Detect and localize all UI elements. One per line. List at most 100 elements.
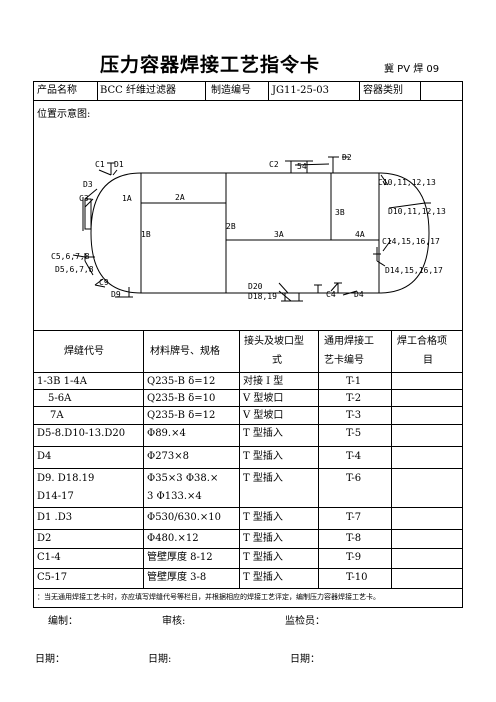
table-row-card: T-10 xyxy=(346,572,368,583)
header-joint-line1: 接头及坡口型 xyxy=(244,336,304,347)
table-row-joint: T 型插入 xyxy=(243,451,283,462)
table-row-material: Φ35×3 Φ38.× xyxy=(147,473,219,484)
header-material: 材料牌号、规格 xyxy=(150,346,220,357)
header-divider xyxy=(97,81,98,100)
form-code: 冀 PV 焊 09 xyxy=(384,64,440,75)
table-row-joint: T 型插入 xyxy=(243,552,283,563)
table-row-card: T-4 xyxy=(346,451,362,462)
form-frame xyxy=(33,81,463,608)
header-card-line2: 艺卡编号 xyxy=(324,355,364,366)
header-row-divider xyxy=(33,100,463,101)
table-row-material: Q235-B δ=12 xyxy=(147,410,216,421)
label-3b: 3B xyxy=(335,208,345,217)
header-code: 焊缝代号 xyxy=(64,346,104,357)
table-row-material: Q235-B δ=12 xyxy=(147,376,216,387)
table-row-card: T-1 xyxy=(346,376,362,387)
label-4a: 4A xyxy=(355,230,365,239)
header-divider xyxy=(420,81,421,100)
label-d3: D3 xyxy=(83,180,93,189)
header-qual-line2: 目 xyxy=(423,355,433,366)
table-row-code: D2 xyxy=(37,533,52,544)
label-d14-17: D14,15,16,17 xyxy=(385,266,443,275)
label-c4: C4 xyxy=(326,290,336,299)
row-divider xyxy=(33,406,463,407)
table-row-material: Φ480.×12 xyxy=(147,533,199,544)
table-row-material: 管壁厚度 3-8 xyxy=(147,572,207,583)
table-row-material: Φ530/630.×10 xyxy=(147,512,222,523)
row-divider xyxy=(33,424,463,425)
table-row-code: D9. D18.19 xyxy=(37,473,95,484)
table-row-material-line2: 3 Φ133.×4 xyxy=(147,491,202,502)
right-head-shape xyxy=(378,172,430,294)
vessel-diagram: C1 D1 D3 C3 1A 2A 1B 2B 3A 3B 4A C2 D2 5… xyxy=(51,153,446,302)
label-d2: D2 xyxy=(342,153,352,162)
date-label-2: 日期: xyxy=(148,654,172,665)
table-row-joint: T 型插入 xyxy=(243,572,283,583)
header-divider xyxy=(205,81,206,100)
table-row-card: T-7 xyxy=(346,512,362,523)
row-divider xyxy=(33,548,463,549)
header-joint-line2: 式 xyxy=(272,355,282,366)
header-divider xyxy=(268,81,269,100)
table-row-joint: 对接 I 型 xyxy=(243,376,284,387)
header-divider xyxy=(359,81,360,100)
table-bottom-border xyxy=(33,588,463,589)
label-3a: 3A xyxy=(274,230,284,239)
table-row-material: 管壁厚度 8-12 xyxy=(147,552,213,563)
column-divider xyxy=(391,330,392,588)
document-title: 压力容器焊接工艺指令卡 xyxy=(100,54,321,76)
label-d4: D4 xyxy=(354,290,364,299)
label-54: 54 xyxy=(297,162,307,171)
label-d1: D1 xyxy=(114,160,124,169)
header-qual-line1: 焊工合格项 xyxy=(397,336,447,347)
table-row-code: 5-6A xyxy=(48,393,72,404)
label-2a: 2A xyxy=(175,193,185,202)
row-divider xyxy=(33,446,463,447)
label-1b: 1B xyxy=(141,230,151,239)
footnote: ：当无通用焊接工艺卡时，亦应填写焊缝代号等栏目，并根据相应的焊接工艺评定，编制压… xyxy=(37,593,380,601)
date-label-3: 日期： xyxy=(290,654,320,665)
table-row-joint: V 型坡口 xyxy=(243,393,284,404)
table-row-code: C1-4 xyxy=(37,552,61,563)
table-row-code: 1-3B 1-4A xyxy=(37,376,87,387)
table-header-divider xyxy=(33,372,463,373)
left-head-shape xyxy=(90,172,142,294)
column-divider xyxy=(143,330,144,588)
table-row-code: 7A xyxy=(50,410,64,421)
label-c10-13: C10,11,12,13 xyxy=(378,178,436,187)
table-row-joint: T 型插入 xyxy=(243,512,283,523)
header-card-line1: 通用焊接工 xyxy=(324,336,374,347)
table-top-border xyxy=(33,330,463,331)
table-row-card: T-2 xyxy=(346,393,362,404)
row-divider xyxy=(33,568,463,569)
label-2b: 2B xyxy=(226,222,236,231)
compiler-label: 编制： xyxy=(48,616,78,627)
label-c3: C3 xyxy=(79,194,89,203)
inspector-label: 监检员： xyxy=(285,616,325,627)
category-label: 容器类别 xyxy=(363,85,403,96)
table-row-joint: T 型插入 xyxy=(243,428,283,439)
table-row-code: D4 xyxy=(37,451,52,462)
serial-value: JG11-25-03 xyxy=(272,85,329,96)
column-divider xyxy=(318,330,319,588)
product-name-label: 产品名称 xyxy=(37,85,77,96)
label-d5-8: D5,6,7,8 xyxy=(55,265,94,274)
table-row-joint: T 型插入 xyxy=(243,473,283,484)
row-divider xyxy=(33,468,463,469)
label-c14-17: C14,15,16,17 xyxy=(382,237,440,246)
table-row-card: T-8 xyxy=(346,533,362,544)
column-divider xyxy=(239,330,240,588)
label-c2: C2 xyxy=(269,160,279,169)
table-row-card: T-3 xyxy=(346,410,362,421)
table-row-material: Φ89.×4 xyxy=(147,428,186,439)
table-row-code: C5-17 xyxy=(37,572,68,583)
table-row-card: T-6 xyxy=(346,473,362,484)
date-label-1: 日期： xyxy=(35,654,65,665)
table-row-code-line2: D14-17 xyxy=(37,491,74,502)
label-c1: C1 xyxy=(95,160,105,169)
table-row-joint: V 型坡口 xyxy=(243,410,284,421)
label-d20: D20 xyxy=(248,282,263,291)
row-divider xyxy=(33,507,463,508)
table-row-joint: T 型插入 xyxy=(243,533,283,544)
table-row-code: D1 .D3 xyxy=(37,512,73,523)
